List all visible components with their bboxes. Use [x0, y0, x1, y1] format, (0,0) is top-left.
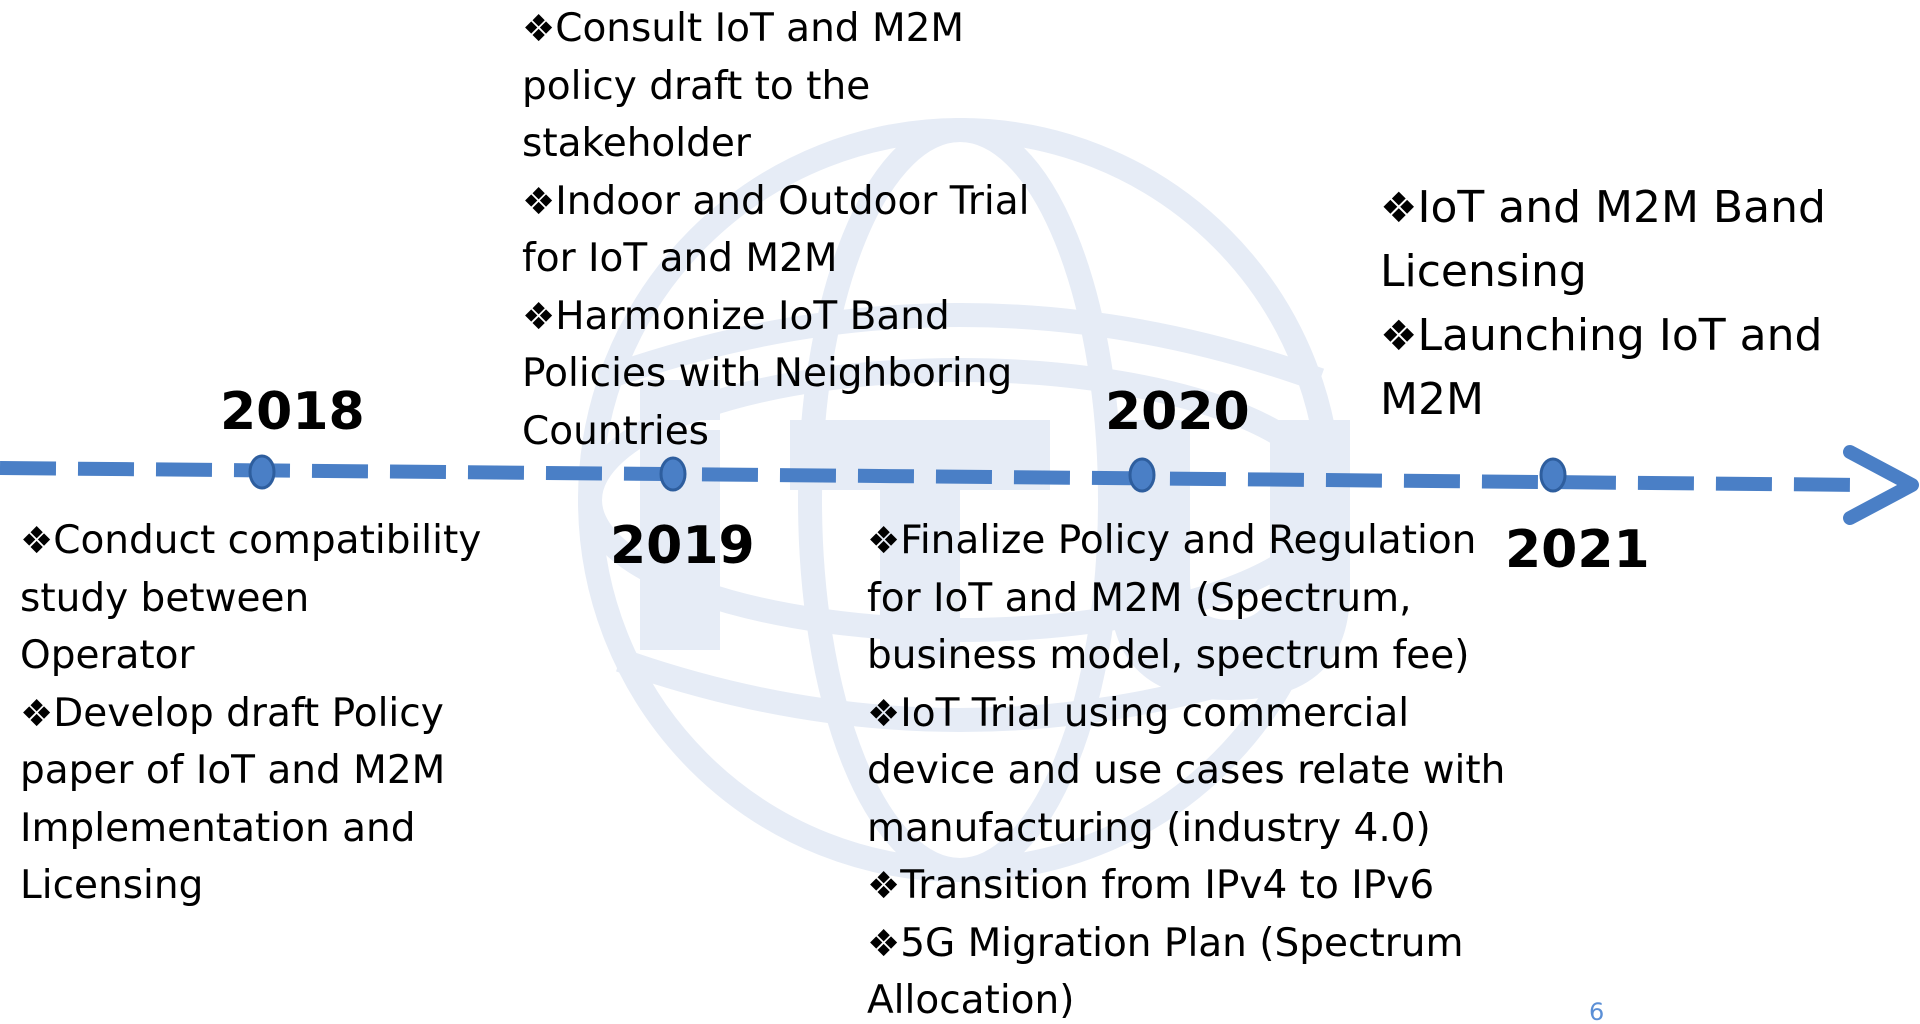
list-item: ❖5G Migration Plan (Spectrum Allocation) [867, 915, 1507, 1024]
milestone-dot-2021 [1539, 457, 1567, 493]
list-item-text: Develop draft Policy paper of IoT and M2… [20, 690, 446, 909]
list-item-text: Launching IoT and M2M [1380, 310, 1823, 425]
bullet-icon: ❖ [867, 921, 901, 965]
list-item: ❖Indoor and Outdoor Trial for IoT and M2… [522, 173, 1042, 288]
list-item: ❖Finalize Policy and Regulation for IoT … [867, 512, 1507, 685]
list-item: ❖Harmonize IoT Band Policies with Neighb… [522, 288, 1042, 461]
list-item-text: 5G Migration Plan (Spectrum Allocation) [867, 920, 1464, 1024]
bullet-icon: ❖ [1380, 311, 1418, 360]
bullet-icon: ❖ [522, 7, 556, 50]
milestone-2019-items: ❖Consult IoT and M2M policy draft to the… [522, 0, 1042, 460]
list-item-text: Harmonize IoT Band Policies with Neighbo… [522, 293, 1013, 454]
list-item-text: Consult IoT and M2M policy draft to the … [522, 6, 965, 166]
year-label-2019: 2019 [610, 516, 755, 576]
timeline-line [0, 461, 1871, 492]
year-label-2018: 2018 [220, 382, 365, 442]
list-item: ❖Consult IoT and M2M policy draft to the… [522, 0, 1042, 173]
page-number: 6 [1589, 998, 1605, 1024]
list-item-text: Finalize Policy and Regulation for IoT a… [867, 518, 1477, 678]
bullet-icon: ❖ [867, 691, 901, 735]
milestone-2021-items: ❖IoT and M2M Band Licensing ❖Launching I… [1380, 176, 1880, 432]
timeline-arrowhead [1843, 445, 1919, 525]
list-item: ❖Transition from IPv4 to IPv6 [867, 857, 1507, 915]
list-item-text: Transition from IPv4 to IPv6 [900, 863, 1435, 908]
year-label-2020: 2020 [1105, 382, 1250, 442]
milestone-2020-items: ❖Finalize Policy and Regulation for IoT … [867, 512, 1507, 1024]
list-item-text: IoT Trial using commercial device and us… [867, 690, 1506, 851]
bullet-icon: ❖ [867, 519, 901, 562]
bullet-icon: ❖ [522, 179, 556, 223]
list-item: ❖IoT Trial using commercial device and u… [867, 685, 1507, 858]
bullet-icon: ❖ [20, 691, 54, 735]
milestone-dot-2018 [248, 454, 276, 490]
list-item: ❖Develop draft Policy paper of IoT and M… [20, 685, 490, 915]
list-item: ❖Launching IoT and M2M [1380, 304, 1880, 432]
bullet-icon: ❖ [20, 519, 54, 562]
list-item: ❖IoT and M2M Band Licensing [1380, 176, 1880, 304]
milestone-2018-items: ❖Conduct compatibility study between Ope… [20, 512, 490, 915]
list-item-text: Conduct compatibility study between Oper… [20, 518, 482, 678]
bullet-icon: ❖ [522, 294, 556, 338]
milestone-dot-2019 [659, 456, 687, 492]
list-item-text: IoT and M2M Band Licensing [1380, 182, 1826, 297]
bullet-icon: ❖ [867, 864, 901, 907]
bullet-icon: ❖ [1380, 183, 1418, 232]
milestone-dot-2020 [1128, 457, 1156, 493]
year-label-2021: 2021 [1505, 520, 1650, 580]
list-item: ❖Conduct compatibility study between Ope… [20, 512, 490, 685]
list-item-text: Indoor and Outdoor Trial for IoT and M2M [522, 178, 1030, 282]
